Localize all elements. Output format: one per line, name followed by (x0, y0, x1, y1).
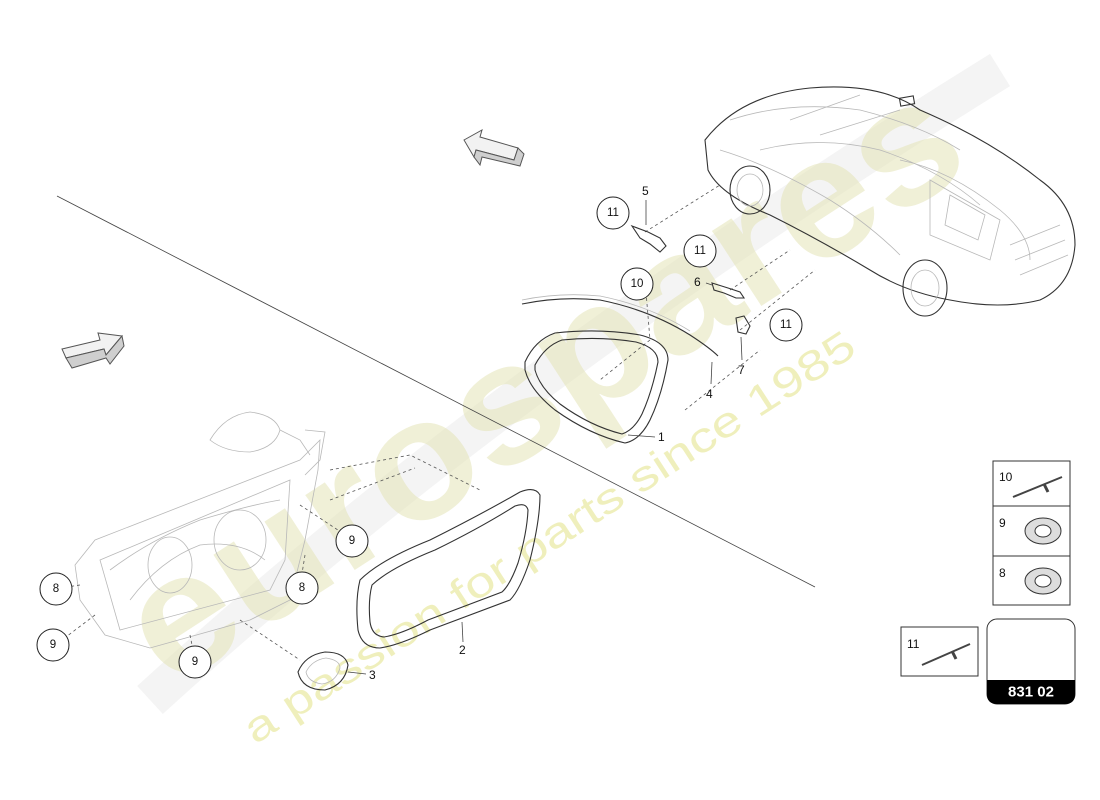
bracket-part-5 (630, 224, 667, 253)
direction-arrow-icon (61, 332, 125, 369)
callout-4: 4 (706, 387, 713, 401)
handle-insert-part-3 (297, 651, 349, 691)
door-panel-illustration (74, 411, 326, 649)
svg-text:11: 11 (780, 319, 792, 331)
callout-3: 3 (369, 668, 376, 682)
svg-text:10: 10 (631, 278, 644, 290)
svg-text:9: 9 (50, 639, 56, 651)
callout-circle-11: 11 (683, 234, 717, 268)
rivet-icon (921, 643, 971, 666)
callout-circle-9: 9 (335, 524, 369, 558)
legend-extra: 11 (900, 626, 979, 677)
callout-circle-8: 8 (285, 571, 319, 605)
bracket-part-7 (735, 315, 751, 335)
callout-1: 1 (658, 430, 665, 444)
callout-7: 7 (738, 363, 745, 377)
callout-circle-10: 10 (620, 267, 654, 301)
svg-text:9: 9 (192, 656, 198, 668)
svg-text:11: 11 (694, 245, 706, 257)
svg-text:9: 9 (349, 535, 355, 547)
callout-circle-11: 11 (596, 196, 630, 230)
window-seal-part-1 (524, 330, 669, 444)
bracket-part-6 (711, 282, 746, 299)
legend-panel: 10 9 8 (992, 460, 1071, 606)
legend-label-9: 9 (999, 516, 1006, 530)
legend-label-10: 10 (999, 470, 1013, 484)
watermark-brand: eurospares (87, 39, 996, 721)
callout-5: 5 (642, 184, 649, 198)
grommet-icon (1024, 567, 1062, 595)
callout-circle-9: 9 (36, 628, 70, 662)
diagram-code-box: 831 02 (986, 618, 1076, 705)
svg-text:11: 11 (607, 207, 619, 219)
svg-text:8: 8 (53, 583, 59, 595)
watermark: eurospares a passion for parts since 198… (87, 39, 1011, 753)
callout-6: 6 (694, 275, 701, 289)
door-seal-part-2 (356, 489, 541, 649)
callout-circle-8: 8 (39, 572, 73, 606)
diagram-code: 831 02 (1008, 684, 1054, 701)
rivet-icon (1012, 476, 1063, 498)
seal-strip-part-4 (521, 294, 719, 357)
car-illustration (704, 86, 1076, 317)
callout-2: 2 (459, 643, 466, 657)
legend-label-8: 8 (999, 566, 1006, 580)
callout-circle-9: 9 (178, 645, 212, 679)
legend-label-11: 11 (907, 637, 920, 651)
grommet-icon (1024, 517, 1062, 545)
svg-text:8: 8 (299, 582, 305, 594)
divider-line (56, 195, 816, 588)
callout-circle-11: 11 (769, 308, 803, 342)
direction-arrow-icon (463, 128, 525, 167)
